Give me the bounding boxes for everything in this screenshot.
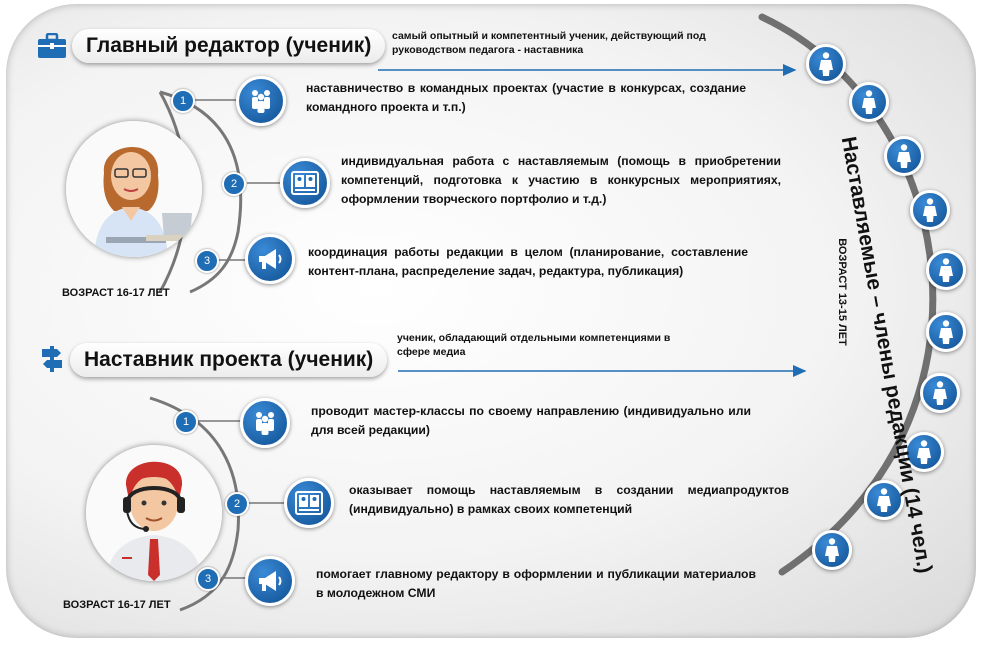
person-icon: [904, 432, 944, 472]
briefcase-icon: [37, 32, 67, 64]
section1-item1-number: 1: [171, 89, 195, 113]
section1-title: Главный редактор (ученик): [72, 29, 386, 63]
person-icon: [884, 136, 924, 176]
section2-item3-number: 3: [196, 567, 220, 591]
person-icon: [926, 312, 966, 352]
section1-item3-number: 3: [195, 249, 219, 273]
section2-item1-number: 1: [174, 410, 198, 434]
person-icon: [812, 530, 852, 570]
portfolio-icon: [280, 158, 330, 208]
section2-age: ВОЗРАСТ 16-17 ЛЕТ: [63, 599, 171, 611]
section2-item3-text: помогает главному редактору в оформлении…: [316, 567, 756, 600]
section1-age: ВОЗРАСТ 16-17 ЛЕТ: [62, 287, 170, 299]
section1-item2-text: индивидуальная работа с наставляемым (по…: [341, 154, 781, 206]
section1-item1-text: наставничество в командных проектах (уча…: [306, 81, 746, 114]
section2-item2-text: оказывает помощь наставляемым в создании…: [349, 483, 789, 516]
avatar-mentor-man: [86, 445, 222, 581]
section2-item2-number: 2: [225, 492, 249, 516]
person-icon: [849, 82, 889, 122]
section1-item3-text: координация работы редакции в целом (пла…: [308, 245, 748, 278]
section2-note: ученик, обладающий отдельными компетенци…: [397, 332, 671, 358]
person-icon: [910, 190, 950, 230]
person-icon: [864, 480, 904, 520]
section1-item2-number: 2: [222, 172, 246, 196]
portfolio-icon: [284, 478, 334, 528]
section2-item1-text: проводит мастер-классы по своему направл…: [311, 404, 751, 437]
megaphone-icon: [245, 234, 295, 284]
person-icon: [920, 373, 960, 413]
avatar-editor-woman: [66, 121, 202, 257]
signpost-icon: [40, 346, 64, 377]
person-icon: [926, 250, 966, 290]
section2-title: Наставник проекта (ученик): [70, 343, 388, 377]
team-icon: [236, 76, 286, 126]
person-icon: [806, 44, 846, 84]
section1-note: самый опытный и компетентный ученик, дей…: [392, 30, 706, 56]
megaphone-icon: [245, 556, 295, 606]
team-icon: [240, 398, 290, 448]
